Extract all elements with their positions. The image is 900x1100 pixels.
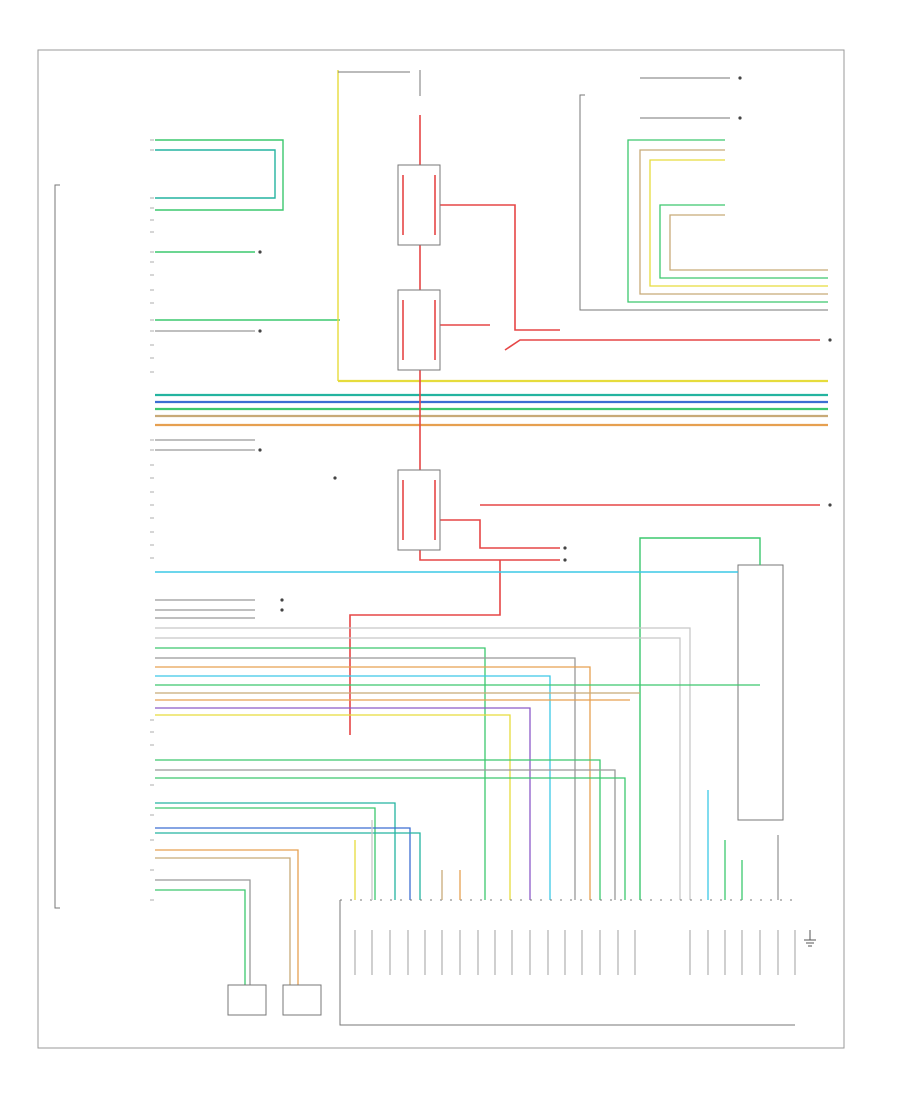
- lower-right-module: [737, 564, 784, 821]
- bottom-vertical-drops: [354, 790, 779, 900]
- wire-group-lower-left: [155, 599, 760, 900]
- wire-stubs-green: [155, 251, 340, 321]
- relay-3: [397, 469, 441, 551]
- bottom-connector: [339, 899, 795, 1026]
- wire-bus-middle: [155, 379, 828, 427]
- lower-right-module-wires: [155, 537, 761, 900]
- relay-1: [397, 164, 441, 246]
- top-fuse-feeds: [338, 70, 421, 96]
- terminal-dots: [258, 76, 832, 612]
- left-module-connector: [54, 184, 60, 909]
- wire-red-main: [349, 115, 820, 735]
- left-pin-ticks: [150, 139, 154, 901]
- wire-stubs-gray: [155, 330, 255, 451]
- ground-symbols: [804, 930, 816, 947]
- diagram-frame: [37, 49, 845, 1049]
- wire-group-bottom-left: [155, 759, 626, 985]
- relay-2: [397, 289, 441, 371]
- bottom-left-components: [227, 984, 322, 1016]
- wire-group-top-left: [155, 139, 284, 211]
- bottom-connector-pins: [354, 930, 796, 975]
- right-top-module: [579, 77, 828, 311]
- right-top-wires: [627, 139, 828, 303]
